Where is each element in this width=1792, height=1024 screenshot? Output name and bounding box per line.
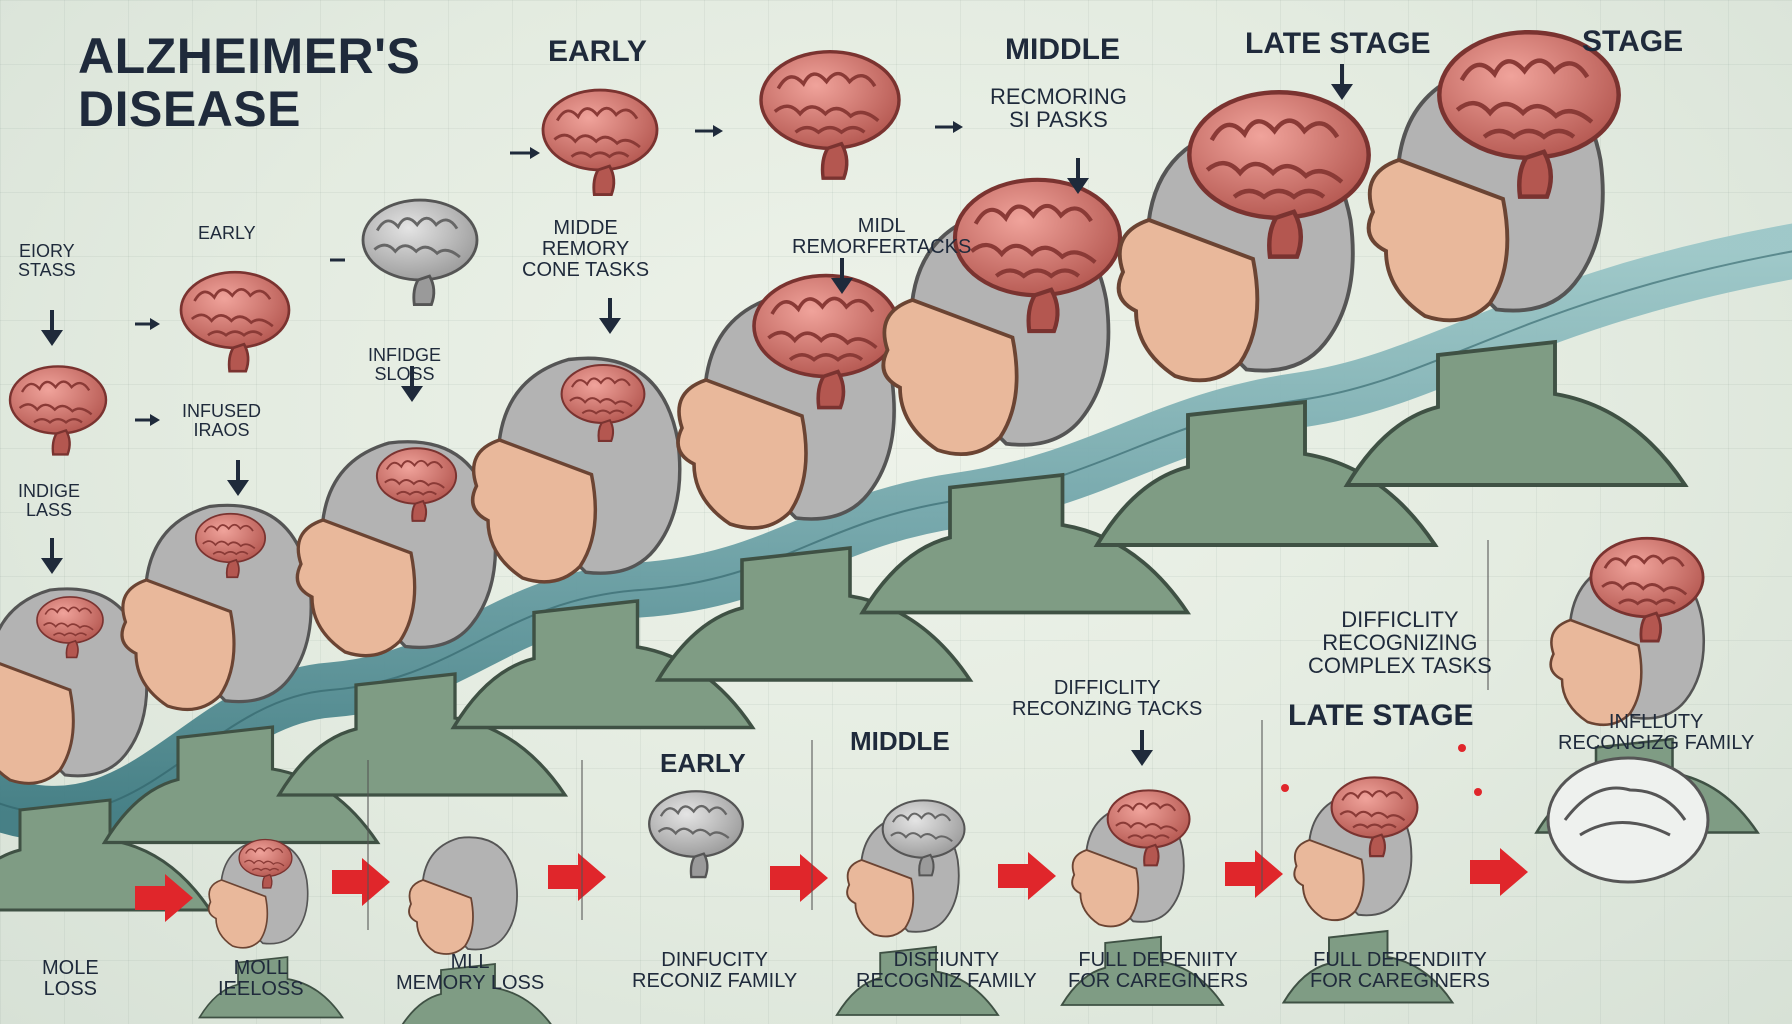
heading-stage: STAGE (1582, 25, 1684, 58)
page-title: ALZHEIMER'S DISEASE (78, 28, 421, 137)
label-early-small: EARLY (198, 223, 256, 243)
label-early-bottom: EARLY (660, 748, 746, 778)
label-late-stage-bottom: LATE STAGE (1288, 699, 1474, 732)
heading-late-stage: LATE STAGE (1245, 27, 1431, 60)
label-middle-bottom: MIDDLE (850, 726, 950, 756)
heading-early: EARLY (548, 35, 647, 68)
heading-middle: MIDDLE (1005, 33, 1120, 66)
